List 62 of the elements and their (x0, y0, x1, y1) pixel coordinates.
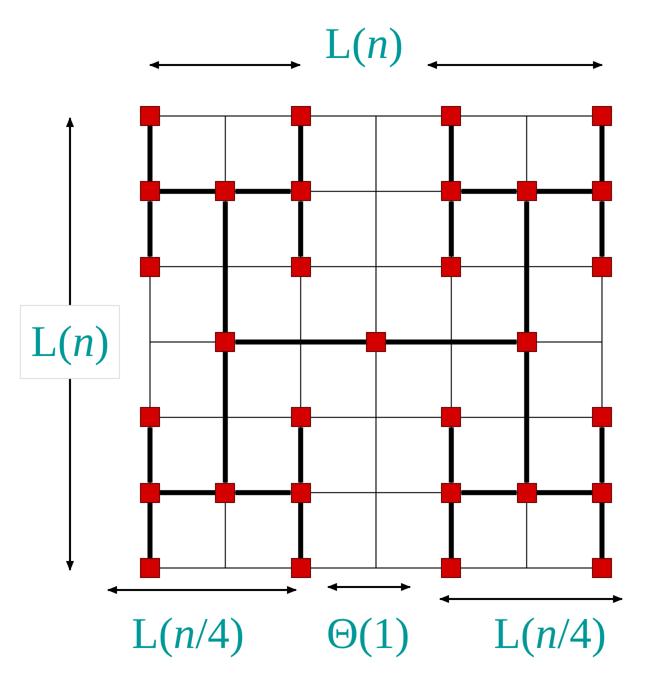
node-square (215, 181, 236, 202)
node-square (441, 407, 462, 428)
node-square (441, 482, 462, 503)
tree-edge (298, 201, 304, 257)
tree-edge (222, 352, 228, 483)
node-square (140, 106, 160, 126)
node-square (290, 181, 311, 202)
tree-edge (524, 201, 530, 332)
tree-edge (235, 340, 366, 344)
node-square (592, 558, 612, 578)
node-square (592, 482, 612, 503)
node-square (140, 256, 160, 277)
tree-edge (599, 201, 604, 257)
node-square (290, 482, 311, 503)
node-square (516, 482, 537, 503)
node-square (592, 106, 612, 126)
node-square (592, 256, 612, 277)
tree-edge (222, 201, 228, 332)
node-square (366, 332, 386, 352)
tree-edge (160, 188, 216, 194)
tree-edge (448, 427, 454, 483)
tree-edge (599, 427, 604, 483)
node-square (441, 256, 462, 277)
tree-edge (599, 502, 604, 558)
node-square (441, 181, 462, 202)
tree-edge (448, 201, 454, 257)
tree-edge (298, 502, 304, 558)
node-square (140, 181, 160, 202)
tree-edge (461, 490, 517, 496)
node-square (290, 558, 311, 578)
tree-edge (536, 490, 592, 496)
tree-edge (235, 490, 291, 496)
tree-edge (386, 340, 517, 344)
node-square (290, 407, 311, 428)
tree-edge (148, 126, 152, 182)
tree-edge (536, 188, 592, 194)
tree-edge (160, 490, 216, 496)
node-square (215, 332, 236, 352)
node-square (441, 558, 462, 578)
node-square (140, 482, 160, 503)
node-square (592, 181, 612, 202)
tree-edge (298, 427, 304, 483)
tree-edge (148, 502, 152, 558)
node-square (140, 407, 160, 428)
node-square (441, 106, 462, 126)
tree-edge (235, 188, 291, 194)
dimension-label: L(n) (20, 305, 120, 379)
tree-edge (148, 427, 152, 483)
tree-edge (448, 126, 454, 182)
node-square (140, 558, 160, 578)
tree-edge (461, 188, 517, 194)
node-square (516, 332, 537, 352)
node-square (290, 106, 311, 126)
tree-edge (448, 502, 454, 558)
node-square (215, 482, 236, 503)
node-square (290, 256, 311, 277)
tree-edge (298, 126, 304, 182)
node-square (516, 181, 537, 202)
tree-edge (599, 126, 604, 182)
tree-edge (148, 201, 152, 257)
tree-edge (524, 352, 530, 483)
node-square (592, 407, 612, 428)
